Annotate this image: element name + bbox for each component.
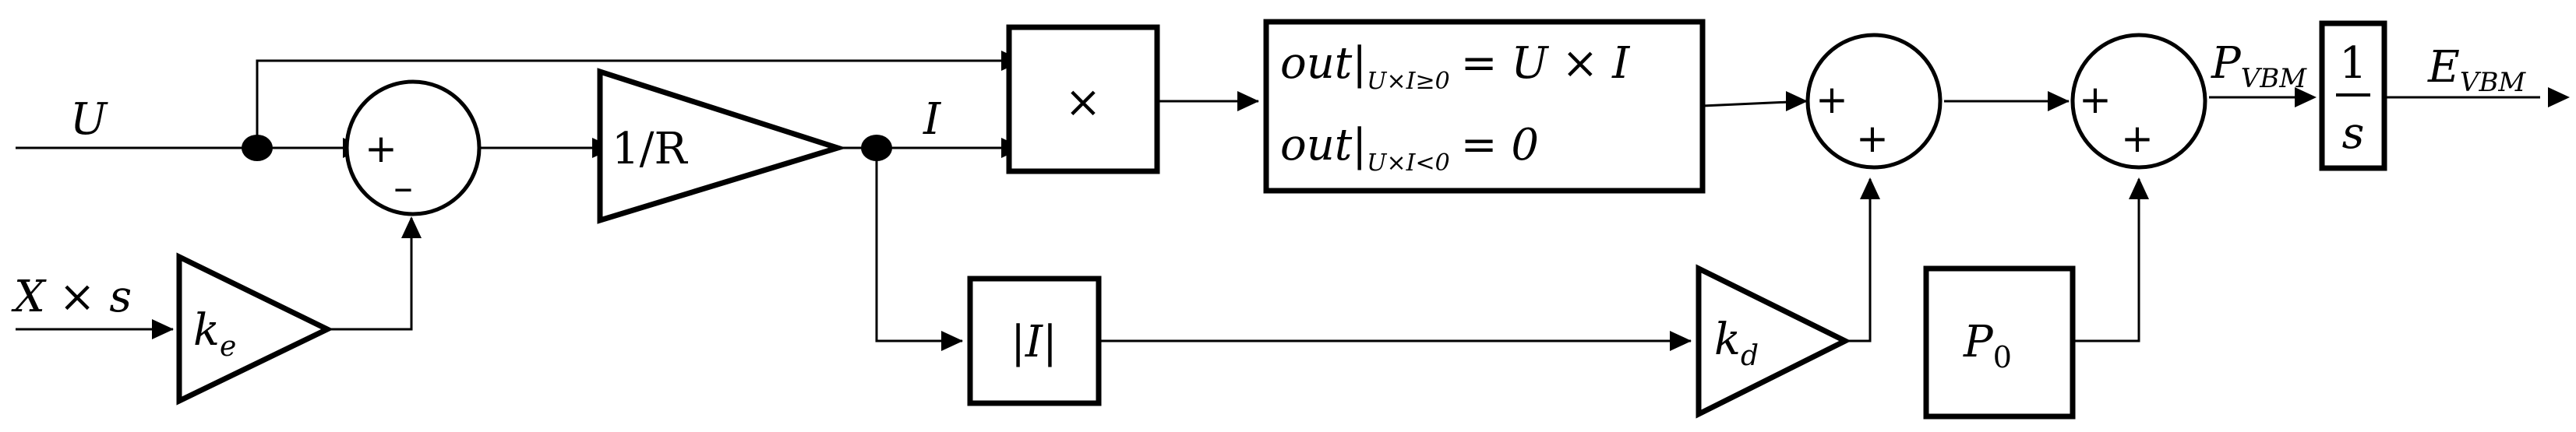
multiplier-block: × xyxy=(1006,24,1160,174)
arrowhead-to-abs xyxy=(941,331,963,351)
p0-block: P0 xyxy=(1923,265,2076,420)
logic-block: out|U×I≥0= U × I out|U×I<0= 0 xyxy=(1263,19,1706,194)
gain-inv-r-label: 1/R xyxy=(612,124,688,174)
s3-left-sign: + xyxy=(2079,77,2112,122)
wire-ke-to-s1 xyxy=(327,218,413,331)
arrowhead-to-s3 xyxy=(2048,91,2070,111)
gain-kd-label: kd xyxy=(1714,314,1759,372)
signal-u-label: U xyxy=(70,94,108,145)
arrowhead-to-logic xyxy=(1237,91,1259,111)
signal-pvbm-label: PVBM xyxy=(2211,38,2307,94)
wire-kd-to-s2 xyxy=(1845,179,1872,342)
gain-inv-r: 1/R xyxy=(597,68,847,224)
wire-i-to-abs xyxy=(875,148,962,342)
arrowhead-to-ke xyxy=(152,319,174,339)
p0-label: P0 xyxy=(1963,317,2012,374)
arrowhead-ke-to-s1 xyxy=(401,216,422,238)
s3-bottom-sign: + xyxy=(2121,116,2154,161)
s1-left-sign: + xyxy=(365,126,397,171)
arrowhead-to-integrator xyxy=(2295,87,2317,107)
summing-junction-1: + – xyxy=(344,79,482,216)
wire-u-to-multiplier xyxy=(256,59,1001,148)
signal-evbm-label: EVBM xyxy=(2427,42,2526,98)
abs-block: |I| xyxy=(967,276,1102,406)
integrator-denominator: s xyxy=(2342,108,2365,159)
branch-dot-i xyxy=(861,135,892,161)
logic-line-2: out|U×I<0= 0 xyxy=(1280,120,1539,177)
arrowhead-p0-to-s3 xyxy=(2129,177,2149,199)
summing-junction-3: + + xyxy=(2070,33,2207,170)
integrator-block: 1 s xyxy=(2319,20,2387,171)
summing-junction-2: + + xyxy=(1805,33,1943,170)
gain-kd: kd xyxy=(1696,264,1851,419)
arrowhead-to-s2 xyxy=(1786,91,1808,111)
arrowhead-output xyxy=(2548,87,2570,107)
logic-line-1: out|U×I≥0= U × I xyxy=(1280,38,1631,95)
integrator-numerator: 1 xyxy=(2339,38,2367,89)
signal-i-label: I xyxy=(923,94,942,145)
arrowhead-kd-to-s2 xyxy=(1860,177,1880,199)
multiplier-symbol: × xyxy=(1065,77,1102,128)
s1-bottom-sign: – xyxy=(393,165,413,210)
gain-ke-label: ke xyxy=(193,305,236,363)
branch-dot-u xyxy=(242,135,273,161)
signal-xs-label: X × s xyxy=(11,272,132,322)
wire-p0-to-s3 xyxy=(2073,179,2140,342)
s2-bottom-sign: + xyxy=(1856,116,1889,161)
s2-left-sign: + xyxy=(1816,77,1848,122)
abs-label: |I| xyxy=(1011,317,1057,367)
arrowhead-to-kd xyxy=(1670,331,1692,351)
gain-ke: ke xyxy=(176,252,333,406)
